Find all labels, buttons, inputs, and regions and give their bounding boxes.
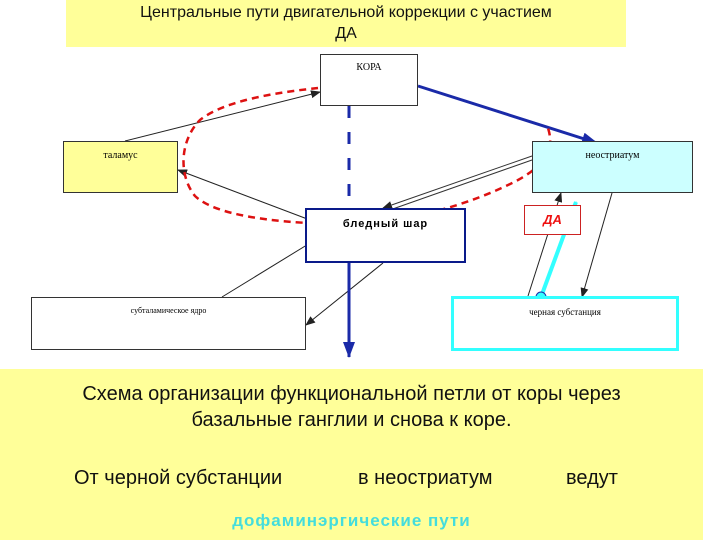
caption-line-1: Схема организации функциональной петли о… bbox=[82, 383, 621, 405]
arrow-cortex-to-neostriatum bbox=[417, 84, 598, 145]
title-line-2: ДА bbox=[335, 25, 357, 42]
caption-line-2: базальные ганглии и снова к коре. bbox=[191, 409, 512, 431]
arrow-neostriatum-to-pallidum-a bbox=[382, 155, 533, 209]
node-thalamus-label: таламус bbox=[103, 150, 138, 161]
arrow-neostriatum-to-pallidum-b bbox=[386, 159, 533, 212]
node-substantia-nigra: черная субстанция bbox=[451, 296, 679, 351]
red-loop bbox=[182, 86, 552, 226]
caption-part-3: ведут bbox=[566, 467, 618, 489]
node-subthalamic-label: субталамическое ядро bbox=[130, 306, 207, 315]
node-globus-pallidus-label: бледный шар bbox=[342, 218, 429, 230]
diagram-title: Центральные пути двигательной коррекции … bbox=[66, 0, 626, 47]
node-neostriatum: неостриатум bbox=[532, 141, 693, 193]
arrow-pallidum-to-subthalamic bbox=[305, 262, 384, 326]
arrow-pallidum-to-thalamus bbox=[177, 169, 311, 221]
node-subthalamic-nucleus: субталамическое ядро bbox=[31, 297, 306, 350]
caption-part-1: От черной субстанции bbox=[74, 467, 283, 489]
caption-panel: Схема организации функциональной петли о… bbox=[0, 369, 703, 540]
node-cortex: КОРА bbox=[320, 54, 418, 106]
title-line-1: Центральные пути двигательной коррекции … bbox=[140, 4, 552, 21]
caption-text: Схема организации функциональной петли о… bbox=[0, 381, 703, 433]
caption-part-2: в неостриатум bbox=[358, 467, 493, 489]
node-globus-pallidus: бледный шар bbox=[305, 208, 466, 263]
arrow-subthalamic-to-pallidum bbox=[221, 239, 316, 298]
node-neostriatum-label: неостриатум bbox=[585, 150, 640, 161]
node-cortex-label: КОРА bbox=[356, 62, 382, 73]
node-thalamus: таламус bbox=[63, 141, 178, 193]
arrow-neostriatum-to-nigra bbox=[580, 192, 613, 298]
caption-highlight: дофаминэргические пути bbox=[232, 511, 471, 530]
arrow-thalamus-to-cortex bbox=[124, 90, 321, 142]
node-substantia-nigra-label: черная субстанция bbox=[529, 307, 601, 317]
dopamine-badge: ДА bbox=[524, 205, 581, 235]
